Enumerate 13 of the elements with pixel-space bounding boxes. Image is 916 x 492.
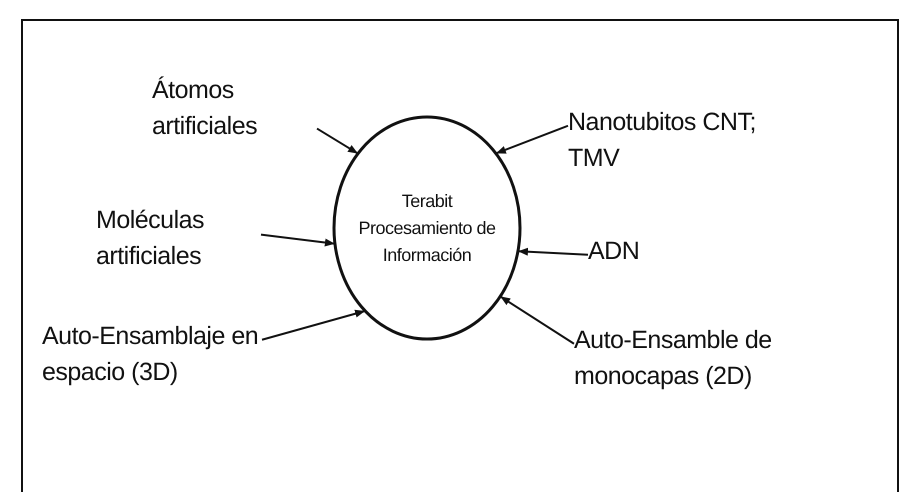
topic-label: Nanotubitos CNT; TMV xyxy=(568,107,757,174)
arrow xyxy=(500,296,575,345)
topic-label: ADN xyxy=(588,236,640,267)
topic-label: Moléculas artificiales xyxy=(96,205,206,272)
arrow xyxy=(518,248,588,256)
topic-label: Átomos artificiales xyxy=(152,75,258,142)
topic-label: Auto-Ensamble de monocapas (2D) xyxy=(574,325,773,392)
arrow xyxy=(262,310,366,341)
arrow xyxy=(496,124,568,154)
arrow xyxy=(260,234,335,246)
arrow xyxy=(316,128,358,154)
center-label: Terabit Procesamiento de Información xyxy=(357,190,497,266)
topic-label: Auto-Ensamblaje en espacio (3D) xyxy=(42,321,260,388)
